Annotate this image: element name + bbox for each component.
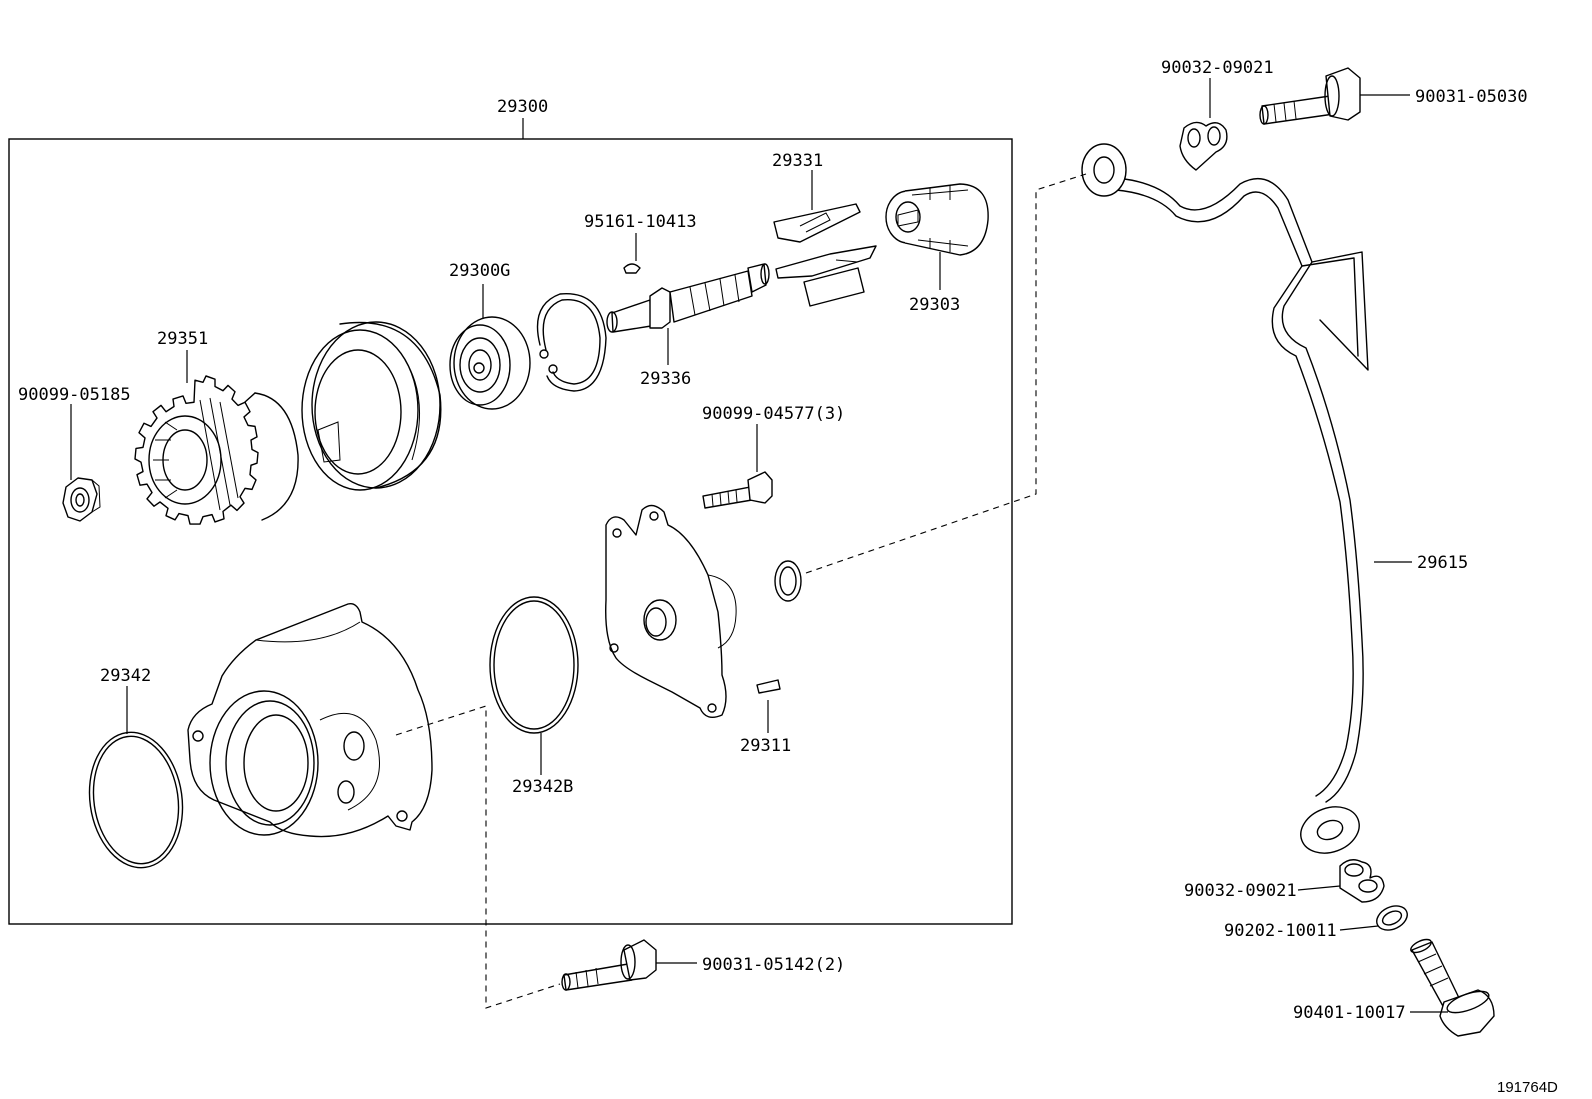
- label-29300: 29300: [497, 97, 548, 117]
- label-90202-10011: 90202-10011: [1224, 921, 1337, 941]
- label-90031-05030: 90031-05030: [1415, 87, 1528, 107]
- label-90099-04577: 90099-04577(3): [702, 404, 845, 424]
- label-90031-05142: 90031-05142(2): [702, 955, 845, 975]
- o-ring-29342: [88, 731, 184, 869]
- label-90099-05185: 90099-05185: [18, 385, 131, 405]
- label-29342B: 29342B: [512, 777, 573, 797]
- label-29300G: 29300G: [449, 261, 510, 281]
- rotor-29303: [885, 183, 989, 256]
- alignment-line-body-to-bolt: [395, 705, 561, 1009]
- label-90032-09021-top: 90032-09021: [1161, 58, 1274, 78]
- label-29331: 29331: [772, 151, 823, 171]
- label-29615: 29615: [1417, 553, 1468, 573]
- bolt-90031-05030: [1259, 67, 1361, 125]
- nut-90099-05185: [62, 477, 101, 522]
- union-bolt-90401-10017: [1410, 938, 1495, 1037]
- label-29303: 29303: [909, 295, 960, 315]
- o-ring-29342B: [489, 596, 579, 734]
- label-29311: 29311: [740, 736, 791, 756]
- oil-pipe-29615: [1081, 143, 1369, 854]
- bearing-29300G: [449, 316, 531, 410]
- shaft-29336: [606, 263, 770, 333]
- snap-ring: [536, 293, 607, 392]
- bolt-90099-04577: [702, 471, 773, 509]
- key-95161-10413: [623, 263, 641, 274]
- label-29336: 29336: [640, 369, 691, 389]
- drive-gear-29351: [134, 375, 299, 525]
- assembly-frame-29300: [8, 138, 1013, 925]
- pump-body: [187, 602, 433, 838]
- diagram-id: 191764D: [1497, 1079, 1558, 1096]
- washer-seal: [774, 560, 802, 602]
- label-29351: 29351: [157, 329, 208, 349]
- alignment-line-cover-to-pipe: [805, 173, 1087, 574]
- label-95161-10413: 95161-10413: [584, 212, 697, 232]
- gasket-90032-09021-top: [1179, 121, 1228, 171]
- label-90401-10017: 90401-10017: [1293, 1003, 1406, 1023]
- label-90032-09021-bottom: 90032-09021: [1184, 881, 1297, 901]
- pump-cover: [605, 504, 737, 718]
- pin-29311: [756, 679, 781, 694]
- bolt-90031-05142: [561, 939, 657, 991]
- vanes-29331: [773, 203, 877, 307]
- housing-29300G-ring: [301, 321, 442, 491]
- washer-90202-10011: [1376, 905, 1408, 931]
- gasket-90032-09021-bottom: [1339, 859, 1385, 903]
- label-29342: 29342: [100, 666, 151, 686]
